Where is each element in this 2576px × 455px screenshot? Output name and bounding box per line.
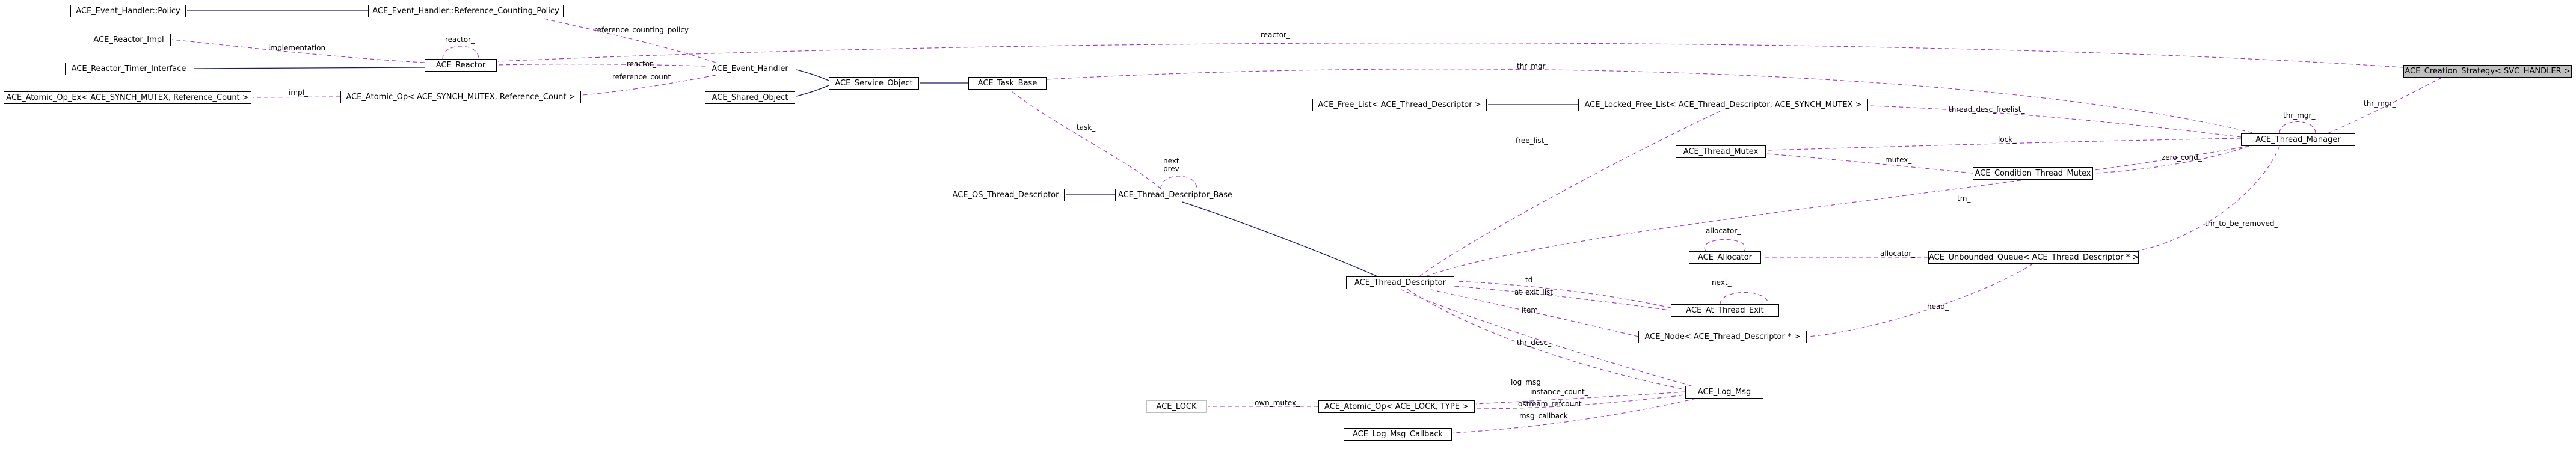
edge-label-allocator-self: allocator_: [1706, 227, 1741, 235]
edge-e-tm-lfl: [1869, 105, 2242, 138]
class-node-reactor[interactable]: ACE_Reactor: [425, 59, 497, 72]
edge-e-tm-self: [2279, 121, 2316, 134]
class-node-service-object[interactable]: ACE_Service_Object: [829, 77, 919, 90]
edge-e-uq-node: [1807, 263, 2033, 337]
class-node-allocator[interactable]: ACE_Allocator: [1689, 251, 1761, 264]
class-node-event-handler-policy[interactable]: ACE_Event_Handler::Policy: [70, 5, 186, 17]
edge-e-cond-mutex: [1766, 153, 1973, 174]
edge-label-td: td_: [1525, 276, 1537, 284]
edge-label-head: head_: [1927, 302, 1949, 311]
edge-label-item: item_: [1522, 306, 1542, 314]
edge-label-ostream-refcount: ostream_refcount_: [1518, 400, 1585, 408]
edge-e-node-td: [1431, 289, 1639, 337]
class-node-os-thread-descriptor[interactable]: ACE_OS_Thread_Descriptor: [947, 189, 1065, 201]
edge-label-mutex: mutex_: [1885, 156, 1912, 164]
class-node-ace-lock[interactable]: ACE_LOCK: [1146, 400, 1207, 413]
edge-label-reference-count: reference_count_: [612, 73, 675, 81]
class-node-free-list[interactable]: ACE_Free_List< ACE_Thread_Descriptor >: [1312, 99, 1487, 111]
edge-label-creation-thr-mgr: thr_mgr_: [2364, 99, 2396, 108]
class-node-log-msg[interactable]: ACE_Log_Msg: [1685, 386, 1763, 399]
edge-e-tm-uq: [2135, 145, 2280, 252]
edge-e-so-shared: [796, 85, 829, 97]
edge-label-thr-mgr-self: thr_mgr_: [2283, 111, 2316, 120]
edge-e-tb-tm: [1046, 69, 2256, 134]
edge-e-td-freelist: [1419, 111, 1721, 277]
edge-label-impl: impl_: [289, 88, 308, 97]
edge-e-tdb-task: [1010, 90, 1161, 189]
class-node-task-base[interactable]: ACE_Task_Base: [968, 77, 1047, 90]
edge-e-react-self: [442, 46, 479, 60]
edge-label-creation-reactor: reactor_: [1261, 31, 1290, 39]
class-node-ace-node[interactable]: ACE_Node< ACE_Thread_Descriptor * >: [1638, 331, 1807, 343]
edge-e-cs-tm: [2327, 77, 2442, 134]
edge-label-lock: lock_: [1998, 135, 2017, 144]
class-node-condition-thread-mutex[interactable]: ACE_Condition_Thread_Mutex: [1973, 167, 2093, 180]
class-node-atomic-op-mutex[interactable]: ACE_Atomic_Op< ACE_SYNCH_MUTEX, Referenc…: [340, 91, 581, 103]
edge-label-next-prev: next_ prev_: [1163, 157, 1183, 173]
edge-label-own-mutex: own_mutex_: [1255, 399, 1300, 407]
edge-label-instance-count: instance_count_: [1530, 388, 1588, 396]
edge-e-lm-ostream: [1475, 394, 1691, 409]
class-node-event-handler[interactable]: ACE_Event_Handler: [705, 63, 795, 75]
class-node-locked-free-list[interactable]: ACE_Locked_Free_List< ACE_Thread_Descrip…: [1578, 99, 1868, 111]
edge-label-allocator: allocator_: [1880, 249, 1916, 258]
edge-label-zero-cond: zero_cond_: [2162, 153, 2202, 162]
edge-label-at-exit-list: at_exit_list_: [1514, 288, 1557, 296]
edge-e-eh-react: [497, 64, 705, 67]
edge-e-eh-ref: [541, 17, 716, 63]
edge-e-td-atexit: [1454, 286, 1670, 311]
class-node-atomic-op-ex-mutex[interactable]: ACE_Atomic_Op_Ex< ACE_SYNCH_MUTEX, Refer…: [4, 91, 251, 104]
edge-label-free-list: free_list_: [1516, 136, 1548, 145]
edge-label-log-msg: log_msg_: [1511, 378, 1545, 386]
edge-label-msg-callback: msg_callback_: [1519, 412, 1572, 420]
edge-e-alloc-self: [1704, 239, 1746, 252]
edge-e-td-tdb: [1182, 201, 1378, 277]
edge-label-next: next_: [1712, 278, 1732, 287]
edge-e-eh-count: [582, 75, 716, 96]
class-node-thread-mutex[interactable]: ACE_Thread_Mutex: [1676, 145, 1766, 158]
edge-e-lm-cb: [1452, 398, 1697, 433]
class-node-unbounded-queue[interactable]: ACE_Unbounded_Queue< ACE_Thread_Descript…: [1928, 251, 2139, 264]
edge-label-implementation: implementation_: [268, 44, 330, 52]
class-node-reference-counting-policy[interactable]: ACE_Event_Handler::Reference_Counting_Po…: [368, 5, 564, 17]
edge-label-tm: tm_: [1957, 194, 1971, 203]
edge-e-tdb-self: [1160, 176, 1197, 189]
edge-e-atexit-td: [1455, 281, 1671, 308]
edge-e-atexit-self: [1720, 292, 1769, 305]
class-node-log-msg-callback[interactable]: ACE_Log_Msg_Callback: [1344, 428, 1452, 441]
edge-e-tm-cond: [2094, 145, 2250, 174]
edge-e-lm-td: [1401, 289, 1692, 386]
edge-label-eh-reactor: reactor_: [627, 60, 656, 68]
edge-label-task-base-thr-mgr: thr_mgr_: [1517, 62, 1549, 70]
edge-e-tm-lock: [1766, 138, 2242, 151]
class-node-creation-strategy[interactable]: ACE_Creation_Strategy< SVC_HANDLER >: [2403, 65, 2572, 78]
edge-e-lm-atomic: [1475, 391, 1686, 405]
edge-label-reference-counting-policy: reference_counting_policy_: [594, 26, 693, 34]
edge-label-task: task_: [1077, 123, 1096, 132]
class-node-thread-descriptor[interactable]: ACE_Thread_Descriptor: [1346, 276, 1454, 289]
edge-label-thr-desc: thr_desc_: [1517, 338, 1552, 347]
edge-e-react-impl: [171, 39, 425, 63]
edge-e-cs-react: [497, 43, 2404, 68]
class-node-reactor-timer-interface[interactable]: ACE_Reactor_Timer_Interface: [65, 63, 192, 75]
edge-e-so-eh: [796, 69, 829, 81]
class-node-thread-manager[interactable]: ACE_Thread_Manager: [2241, 133, 2355, 146]
edge-label-thread-desc-freelist: thread_desc_freelist_: [1949, 105, 2025, 114]
edge-label-thr-to-be-removed: thr_to_be_removed_: [2205, 219, 2278, 228]
edge-e-td-lm: [1407, 289, 1686, 390]
edge-label-reactor-self: reactor_: [445, 35, 475, 44]
edge-e-react-timer: [193, 67, 425, 69]
edge-e-tm-td: [1425, 145, 2250, 277]
class-node-thread-descriptor-base[interactable]: ACE_Thread_Descriptor_Base: [1115, 189, 1235, 201]
class-node-shared-object[interactable]: ACE_Shared_Object: [705, 91, 795, 104]
class-node-reactor-impl[interactable]: ACE_Reactor_Impl: [87, 34, 171, 46]
class-node-atomic-op-lock[interactable]: ACE_Atomic_Op< ACE_LOCK, TYPE >: [1318, 400, 1475, 413]
class-node-at-thread-exit[interactable]: ACE_At_Thread_Exit: [1671, 304, 1779, 317]
